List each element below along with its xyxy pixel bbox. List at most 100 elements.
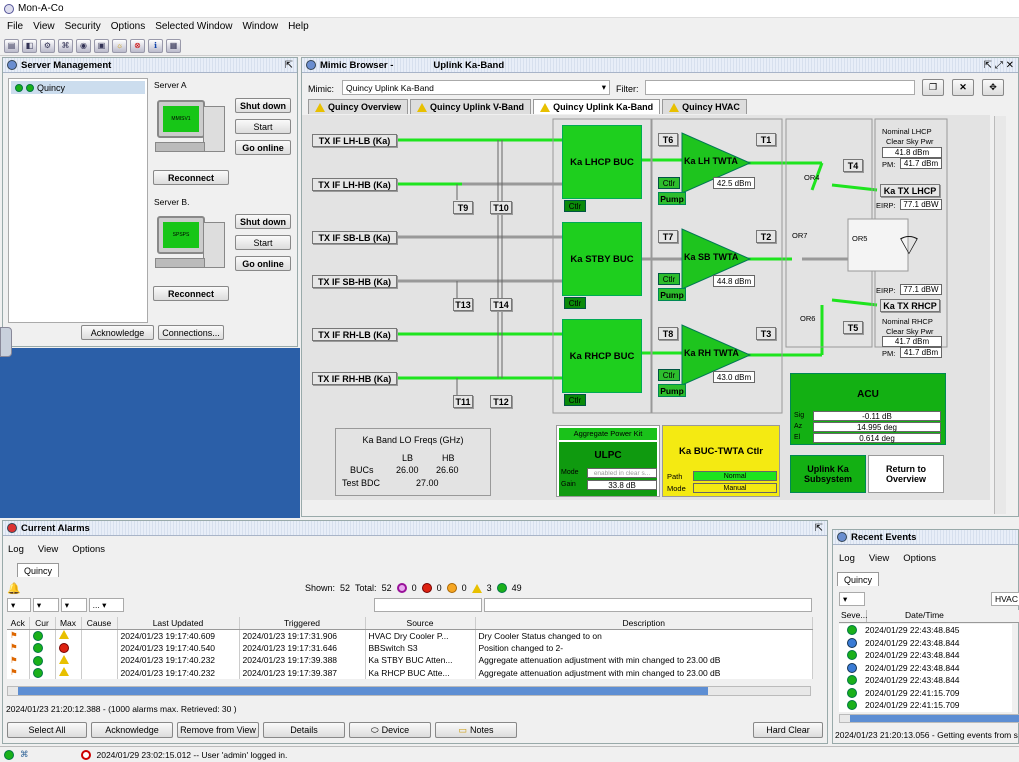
network-icon[interactable]: ⌘ bbox=[58, 38, 73, 53]
col-max[interactable]: Max bbox=[55, 617, 82, 630]
mimic-scrollbar[interactable] bbox=[994, 116, 1006, 514]
list-item[interactable]: 2024/01/29 22:41:15.709 bbox=[839, 687, 1012, 700]
ka-tx-rhcp[interactable]: Ka TX RHCP bbox=[880, 299, 940, 312]
events-tab-quincy[interactable]: Quincy bbox=[837, 572, 880, 586]
ka-rh-twta-label[interactable]: Ka RH TWTA bbox=[684, 348, 739, 358]
rh-twta-pump[interactable]: Pump bbox=[658, 384, 686, 397]
server-b-reconnect-button[interactable]: Reconnect bbox=[153, 286, 229, 301]
chart-icon[interactable]: ▦ bbox=[166, 38, 181, 53]
device-button[interactable]: ⬭Device bbox=[349, 722, 431, 738]
acknowledge-server-button[interactable]: Acknowledge bbox=[81, 325, 154, 340]
list-item[interactable]: 2024/01/29 22:41:15.709 bbox=[839, 699, 1012, 712]
ka-sb-twta-label[interactable]: Ka SB TWTA bbox=[684, 252, 739, 262]
tab-quincy-uplink-v-band[interactable]: Quincy Uplink V-Band bbox=[410, 99, 532, 114]
switch-t12[interactable]: T12 bbox=[490, 395, 512, 408]
stby-buc-ctlr[interactable]: Ctlr bbox=[564, 297, 586, 309]
input-sb-hb[interactable]: TX IF SB-HB (Ka) bbox=[312, 275, 397, 288]
tree-item-quincy[interactable]: Quincy bbox=[11, 81, 145, 94]
filter-cause-select[interactable]: ... ▾ bbox=[88, 598, 125, 612]
info-icon[interactable]: ℹ bbox=[148, 38, 163, 53]
list-item[interactable]: 2024/01/29 22:43:48.845 bbox=[839, 624, 1012, 637]
toolbar-icon-3[interactable]: ⚙ bbox=[40, 38, 55, 53]
alarms-menu-options[interactable]: Options bbox=[72, 544, 106, 555]
ka-rhcp-buc[interactable]: Ka RHCP BUC bbox=[562, 319, 642, 393]
switch-t1[interactable]: T1 bbox=[756, 133, 776, 146]
undock-icon[interactable]: ⇱ bbox=[814, 523, 823, 534]
ka-lhcp-buc[interactable]: Ka LHCP BUC bbox=[562, 125, 642, 199]
monitor-icon[interactable]: ▣ bbox=[94, 38, 109, 53]
server-b-go-online-button[interactable]: Go online bbox=[235, 256, 291, 271]
toolbar-icon-1[interactable]: ▤ bbox=[4, 38, 19, 53]
col-triggered[interactable]: Triggered bbox=[239, 617, 366, 630]
lh-twta-ctlr[interactable]: Ctlr bbox=[658, 177, 680, 189]
close-icon[interactable]: ✕ bbox=[952, 79, 974, 96]
alarm-status-icon[interactable] bbox=[80, 749, 91, 760]
switch-t11[interactable]: T11 bbox=[453, 395, 473, 408]
server-a-shutdown-button[interactable]: Shut down bbox=[235, 98, 291, 113]
copy-icon[interactable]: ❐ bbox=[922, 79, 944, 96]
menu-file[interactable]: File bbox=[7, 21, 24, 32]
col-description[interactable]: Description bbox=[475, 617, 813, 630]
alarms-menu-view[interactable]: View bbox=[37, 544, 59, 555]
server-a-start-button[interactable]: Start bbox=[235, 119, 291, 134]
col-source[interactable]: Source bbox=[365, 617, 476, 630]
notes-button[interactable]: ▭Notes bbox=[435, 722, 517, 738]
disk-icon[interactable]: ◉ bbox=[76, 38, 91, 53]
buc-twta-ctlr[interactable]: Ka BUC-TWTA Ctlr Path Normal Mode Manual bbox=[662, 425, 780, 497]
undock-icon[interactable]: ⇱ bbox=[284, 60, 293, 71]
menu-help[interactable]: Help bbox=[288, 21, 309, 32]
switch-t10[interactable]: T10 bbox=[490, 201, 512, 214]
lhcp-buc-ctlr[interactable]: Ctlr bbox=[564, 200, 586, 212]
switch-t3[interactable]: T3 bbox=[756, 327, 776, 340]
list-item[interactable]: 2024/01/29 22:43:48.844 bbox=[839, 637, 1012, 650]
alarms-hscroll[interactable] bbox=[7, 686, 811, 696]
col-ack[interactable]: Ack bbox=[7, 617, 30, 630]
events-text-filter[interactable]: HVAC bbox=[991, 592, 1019, 606]
alarm-icon[interactable]: ⊗ bbox=[130, 38, 145, 53]
col-last-updated[interactable]: Last Updated bbox=[117, 617, 240, 630]
acu-panel[interactable]: ACU Sig -0.11 dB Az 14.995 deg El 0.614 … bbox=[790, 373, 946, 445]
switch-t9[interactable]: T9 bbox=[453, 201, 473, 214]
switch-t4[interactable]: T4 bbox=[843, 159, 863, 172]
switch-t5[interactable]: T5 bbox=[843, 321, 863, 334]
satellite-dish-icon[interactable]: ⌔ bbox=[894, 229, 924, 262]
move-icon[interactable]: ✥ bbox=[982, 79, 1004, 96]
events-menu-options[interactable]: Options bbox=[903, 553, 937, 564]
rh-twta-ctlr[interactable]: Ctlr bbox=[658, 369, 680, 381]
ulpc-button[interactable]: ULPC Mode enabled in clear s... Gain 33.… bbox=[559, 442, 657, 496]
switch-t13[interactable]: T13 bbox=[453, 298, 473, 311]
col-cause[interactable]: Cause bbox=[81, 617, 118, 630]
ka-tx-lhcp[interactable]: Ka TX LHCP bbox=[880, 184, 940, 197]
input-lh-lb[interactable]: TX IF LH-LB (Ka) bbox=[312, 134, 397, 147]
window-controls-icon[interactable]: ⇱ ⤢ ✕ bbox=[983, 60, 1014, 71]
server-a-reconnect-button[interactable]: Reconnect bbox=[153, 170, 229, 185]
hard-clear-button[interactable]: Hard Clear bbox=[753, 722, 823, 738]
events-hscroll[interactable] bbox=[839, 714, 1019, 723]
ka-lh-twta-label[interactable]: Ka LH TWTA bbox=[684, 156, 738, 166]
tab-quincy-uplink-ka-band[interactable]: Quincy Uplink Ka-Band bbox=[533, 99, 661, 114]
menu-security[interactable]: Security bbox=[64, 21, 101, 32]
return-to-overview-button[interactable]: Return to Overview bbox=[868, 455, 944, 493]
menu-window[interactable]: Window bbox=[242, 21, 279, 32]
events-col-severity[interactable]: Seve... bbox=[841, 610, 868, 622]
events-col-datetime[interactable]: Date/Time bbox=[905, 610, 944, 620]
input-rh-lb[interactable]: TX IF RH-LB (Ka) bbox=[312, 328, 397, 341]
switch-t7[interactable]: T7 bbox=[658, 230, 678, 243]
switch-t14[interactable]: T14 bbox=[490, 298, 512, 311]
tab-quincy-hvac[interactable]: Quincy HVAC bbox=[662, 99, 747, 114]
server-a-go-online-button[interactable]: Go online bbox=[235, 140, 291, 155]
toolbar-icon-2[interactable]: ◧ bbox=[22, 38, 37, 53]
details-button[interactable]: Details bbox=[263, 722, 345, 738]
uplink-ka-subsystem-button[interactable]: Uplink Ka Subsystem bbox=[790, 455, 866, 493]
input-rh-hb[interactable]: TX IF RH-HB (Ka) bbox=[312, 372, 397, 385]
input-sb-lb[interactable]: TX IF SB-LB (Ka) bbox=[312, 231, 397, 244]
input-lh-hb[interactable]: TX IF LH-HB (Ka) bbox=[312, 178, 397, 191]
menu-options[interactable]: Options bbox=[110, 21, 146, 32]
server-b-start-button[interactable]: Start bbox=[235, 235, 291, 250]
menu-selected-window[interactable]: Selected Window bbox=[155, 21, 233, 32]
connection-status-icon[interactable] bbox=[4, 749, 14, 760]
filter-cur-select[interactable]: ▾ bbox=[32, 598, 59, 612]
